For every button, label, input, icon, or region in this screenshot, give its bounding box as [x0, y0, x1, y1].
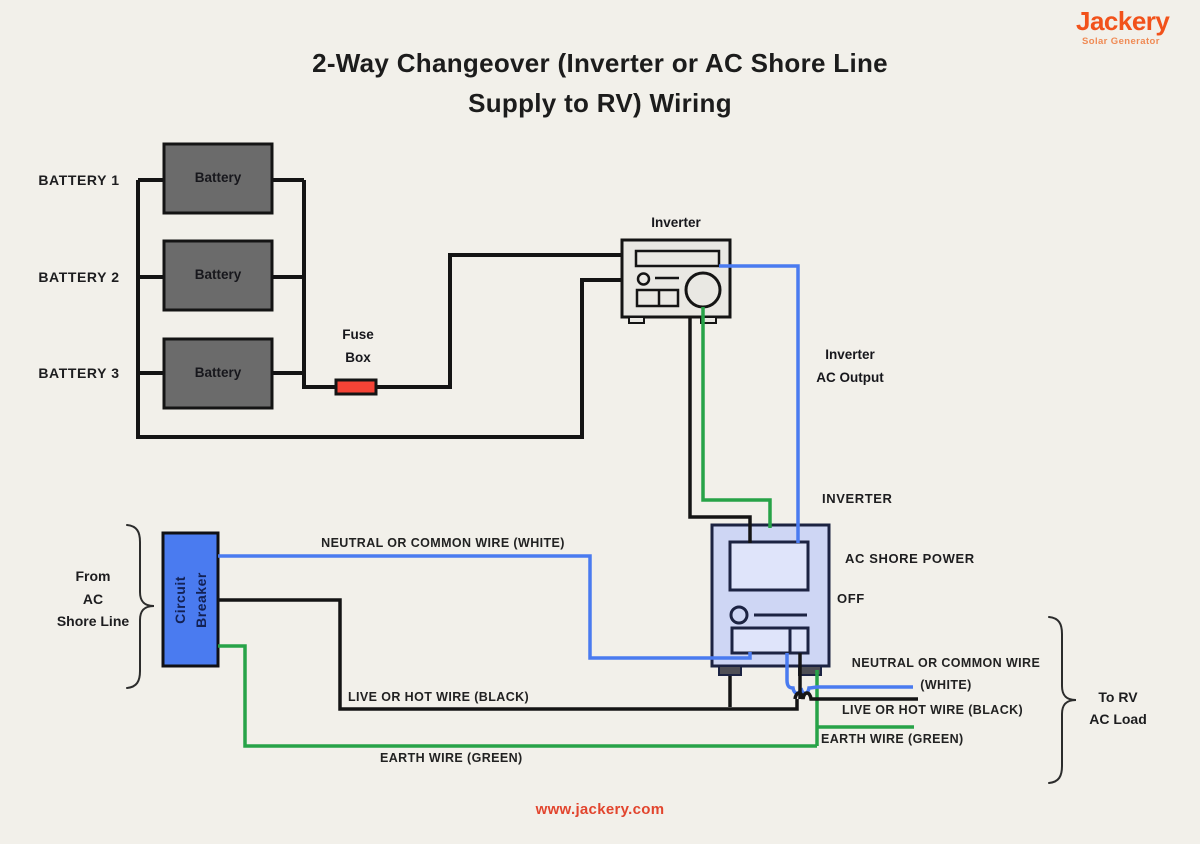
wire-live-rv [793, 653, 918, 701]
switch-window [728, 540, 810, 592]
shore-wires [218, 554, 819, 748]
battery-3-side-label: BATTERY 3 [38, 365, 120, 381]
dc-positive-to-inverter [376, 253, 624, 389]
wire-label-earth-shore: EARTH WIRE (GREEN) [380, 751, 523, 765]
wire-label-earth-rv: EARTH WIRE (GREEN) [821, 732, 964, 746]
inverter-ac-wires [688, 264, 800, 543]
circuit-breaker-box [161, 531, 220, 668]
battery-1-side-label: BATTERY 1 [38, 172, 120, 188]
wire-label-live-rv: LIVE OR HOT WIRE (BLACK) [842, 703, 1024, 717]
wire-earth-inverter [701, 307, 772, 528]
wire-label-neutral-rv-line1: NEUTRAL OR COMMON WIRE [851, 656, 1041, 670]
inverter-ac-output-line2: AC Output [816, 370, 884, 385]
battery-3-box-label: Battery [194, 365, 242, 380]
circuit-breaker-label-line1: Circuit [171, 575, 188, 624]
wire-live-shore [218, 598, 799, 711]
switch-position-inverter: INVERTER [822, 491, 893, 506]
switch-knob [729, 605, 749, 625]
from-shore-brace [126, 524, 155, 689]
fuse-label-line2: Box [345, 350, 371, 365]
inverter-knob [636, 272, 651, 286]
battery-terminal-stubs [138, 178, 304, 375]
inverter-ac-output-line1: Inverter [825, 347, 875, 362]
battery-3-box [162, 337, 274, 410]
inverter-label: Inverter [651, 215, 701, 230]
wire-label-live-shore: LIVE OR HOT WIRE (BLACK) [348, 690, 530, 704]
battery-1-box-label: Battery [194, 170, 242, 185]
inverter-foot-right [700, 316, 717, 324]
inverter-display-slot [634, 249, 721, 268]
wire-live-inverter [688, 317, 752, 543]
jackery-logo: Jackery [1076, 6, 1170, 36]
switch-position-off: OFF [837, 591, 865, 606]
page-title-line2: Supply to RV) Wiring [468, 88, 732, 118]
wire-earth-shore [218, 644, 819, 748]
battery-2-box-label: Battery [194, 267, 242, 282]
inverter-foot-left [628, 316, 645, 324]
jackery-tagline: Solar Generator [1082, 36, 1160, 47]
fuse-label-line1: Fuse [342, 327, 374, 342]
shore-source-line2: AC [82, 591, 104, 607]
shore-source-line1: From [75, 568, 111, 584]
battery-boxes [162, 142, 274, 410]
wire-label-neutral-shore: NEUTRAL OR COMMON WIRE (WHITE) [321, 536, 565, 550]
rv-load-line1: To RV [1098, 689, 1138, 705]
battery-1-box [162, 142, 274, 215]
battery-2-side-label: BATTERY 2 [38, 269, 120, 285]
rv-load-line2: AC Load [1089, 711, 1147, 727]
switch-terminal-block [730, 626, 810, 655]
inverter-switch-panel [635, 288, 680, 308]
switch-position-ac-shore: AC SHORE POWER [845, 551, 975, 566]
circuit-breaker-label: Circuit Breaker [163, 533, 218, 666]
circuit-breaker-label-line2: Breaker [192, 571, 209, 628]
dc-negative-bus [136, 180, 624, 439]
braces [126, 524, 1077, 784]
changeover-switch-box [710, 523, 831, 676]
inverter-box [620, 238, 732, 324]
shore-source-line3: Shore Line [56, 613, 130, 629]
page-title-line1: 2-Way Changeover (Inverter or AC Shore L… [312, 48, 888, 78]
wire-neutral-inverter [719, 264, 800, 543]
battery-dc-wiring [136, 178, 624, 439]
fuse-box [334, 378, 378, 396]
wire-label-neutral-rv-line2: (WHITE) [920, 678, 972, 692]
rv-wires [785, 653, 918, 729]
switch-foot-left [718, 665, 742, 676]
battery-2-box [162, 239, 274, 312]
wire-neutral-shore [218, 554, 752, 660]
dc-positive-bus [302, 180, 336, 389]
to-rv-brace [1048, 616, 1077, 784]
website-link[interactable]: www.jackery.com [535, 801, 665, 818]
